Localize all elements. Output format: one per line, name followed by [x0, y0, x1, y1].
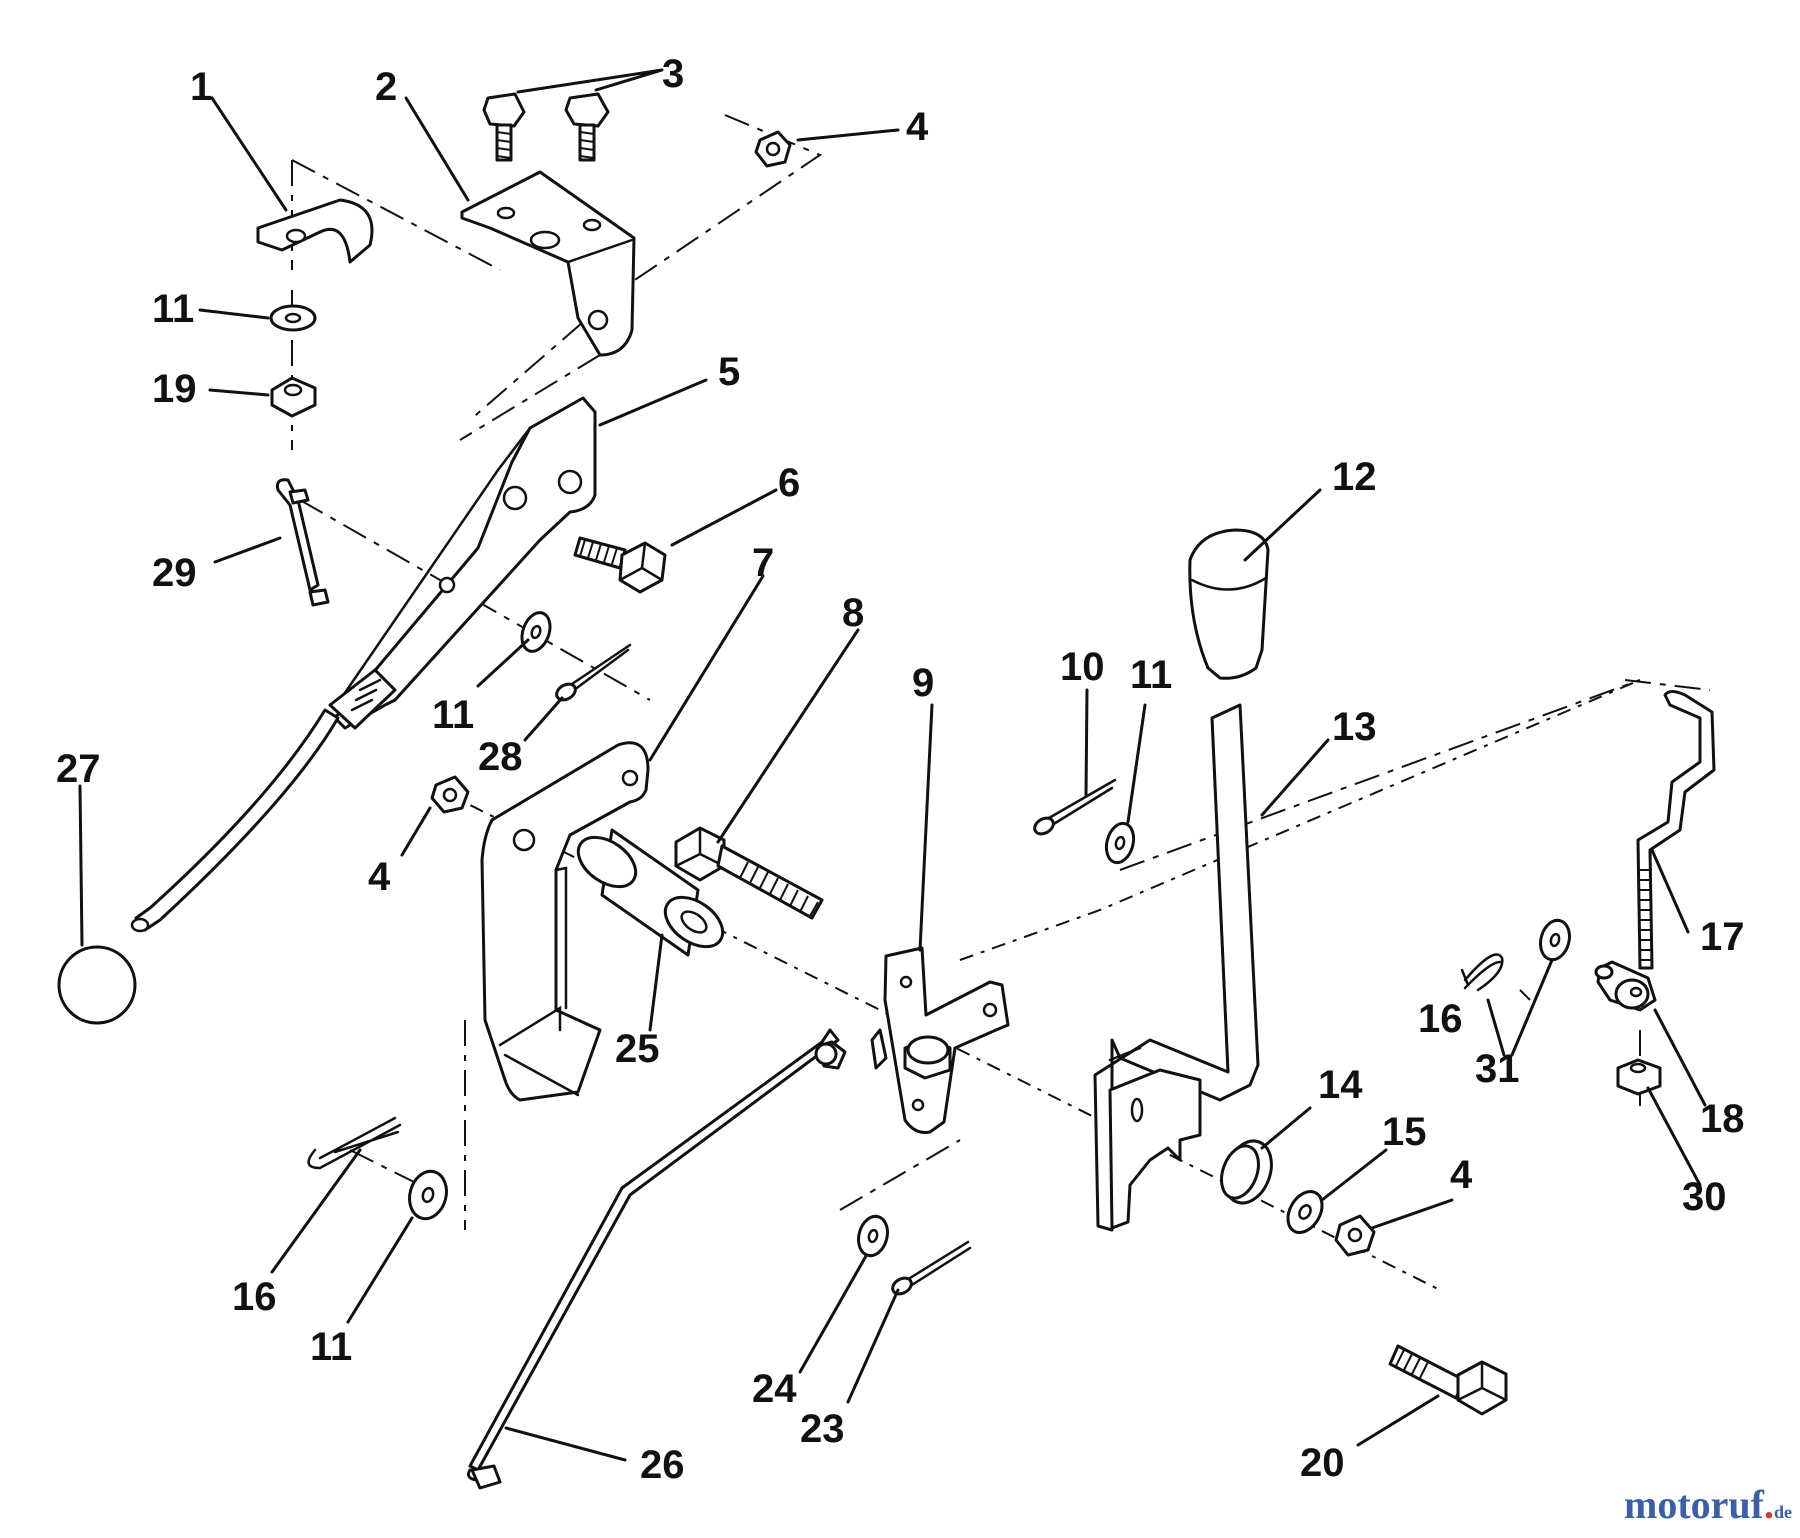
part-spacer-25: [576, 828, 725, 957]
part-washer-31: [1539, 918, 1571, 962]
callout-30: 30: [1682, 1175, 1727, 1219]
callout-16-left: 16: [232, 1275, 277, 1319]
callout-11-c: 11: [432, 693, 474, 737]
callout-3: 3: [662, 52, 684, 96]
part-link-29: [276, 478, 330, 607]
callout-15: 15: [1382, 1110, 1427, 1154]
part-cable-knob: [57, 708, 340, 1025]
part-rod-17: [1636, 690, 1716, 970]
callout-11-d: 11: [310, 1325, 352, 1369]
part-washer-11-mid: [520, 611, 552, 653]
callout-18: 18: [1700, 1097, 1745, 1141]
callout-27: 27: [56, 747, 101, 791]
callout-11-a: 11: [152, 287, 194, 331]
part-nut-30: [1616, 1058, 1662, 1096]
assembly-lines: [291, 114, 1711, 1291]
leader-lines: [78, 68, 1707, 1462]
callout-29: 29: [152, 551, 197, 595]
callout-31: 31: [1475, 1047, 1520, 1091]
callout-10: 10: [1060, 645, 1105, 689]
callout-26: 26: [640, 1443, 685, 1487]
part-plate-bracket: [480, 741, 650, 1102]
part-shift-lever-13: [1093, 703, 1260, 1232]
callout-11-b: 11: [1130, 653, 1172, 697]
part-hairpin-16-left: [307, 1116, 402, 1170]
callout-2: 2: [375, 65, 397, 109]
callout-23: 23: [800, 1407, 845, 1451]
part-washer-top-left: [269, 304, 317, 332]
part-bolt-8: [674, 826, 824, 920]
part-t-bracket-9: [870, 946, 1010, 1134]
part-cotter-23: [891, 1240, 972, 1296]
part-clip: [256, 198, 374, 264]
callout-4-top: 4: [906, 105, 929, 149]
part-bushing-14: [1220, 1139, 1273, 1205]
part-lever-arm: [328, 396, 597, 730]
callout-5: 5: [718, 350, 740, 394]
callout-19: 19: [152, 367, 197, 411]
part-bolt-20: [1388, 1344, 1508, 1416]
callout-13: 13: [1332, 705, 1377, 749]
part-nut-top: [754, 130, 792, 168]
part-rod-26: [467, 1028, 847, 1490]
callout-4-right: 4: [1450, 1153, 1473, 1197]
callout-20: 20: [1300, 1441, 1345, 1485]
part-hairpin-16-right: [1460, 953, 1504, 992]
part-cotter-28: [555, 643, 632, 702]
watermark-logo: motoruf.de: [1624, 1481, 1792, 1528]
part-bolts-pair: [482, 92, 610, 162]
part-nut-right: [1334, 1214, 1376, 1257]
callout-labels: 1 2 3 4 11 19 5 6 29 7 12 8 9 10 11 13 2…: [56, 52, 1745, 1487]
callout-24: 24: [752, 1367, 797, 1411]
callout-17: 17: [1700, 915, 1745, 959]
part-nut-19: [270, 376, 317, 418]
callout-14: 14: [1318, 1063, 1363, 1107]
part-cotter-10: [1033, 778, 1117, 836]
part-washer-15: [1286, 1190, 1324, 1234]
callout-16-right: 16: [1418, 997, 1463, 1041]
callout-25: 25: [615, 1027, 660, 1071]
part-bracket: [460, 170, 636, 357]
watermark-tld: de: [1774, 1502, 1792, 1522]
part-washer-24: [857, 1214, 889, 1258]
callout-12: 12: [1332, 455, 1377, 499]
callout-6: 6: [778, 461, 800, 505]
watermark-dot: .: [1764, 1482, 1774, 1527]
part-washer-11-right: [1104, 821, 1136, 865]
callout-7: 7: [752, 541, 774, 585]
callout-1: 1: [190, 65, 212, 109]
callout-8: 8: [842, 591, 864, 635]
part-washer-11-lower: [408, 1169, 448, 1221]
part-bolt-6: [573, 536, 667, 594]
watermark-name: motoruf: [1624, 1482, 1764, 1527]
part-swivel-18: [1594, 960, 1657, 1012]
callout-9: 9: [912, 661, 934, 705]
callout-28: 28: [478, 735, 523, 779]
part-nut-mid: [430, 775, 470, 814]
part-grip-12: [1188, 528, 1270, 680]
callout-4-mid: 4: [368, 855, 391, 899]
